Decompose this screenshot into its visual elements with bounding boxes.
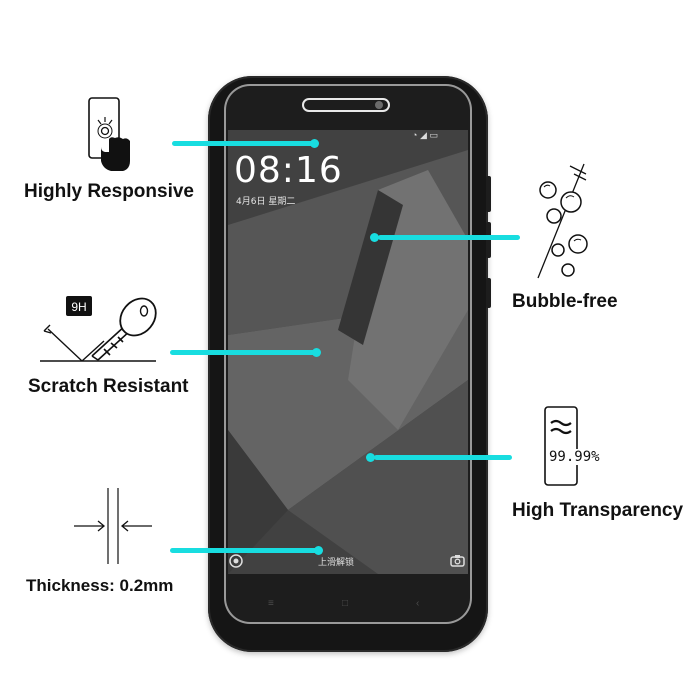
touch-finger-icon xyxy=(88,97,130,171)
pointer-thickness-dot xyxy=(314,546,323,555)
pointer-responsive-dot xyxy=(310,139,319,148)
status-bar-icons: ◔ ◢ ▭ xyxy=(412,130,438,141)
scratch-badge-text: 9H xyxy=(71,300,86,314)
feature-bubble-label: Bubble-free xyxy=(512,291,618,312)
feature-thickness-label: Thickness: 0.2mm xyxy=(26,576,174,595)
menu-key-icon: ≡ xyxy=(268,598,274,609)
battery-icon: ▭ xyxy=(429,130,438,140)
pointer-bubble xyxy=(378,235,520,240)
volume-up-button xyxy=(486,176,491,212)
assistant-icon xyxy=(229,554,243,568)
wifi-icon: ◔ xyxy=(412,130,418,140)
lockscreen-time: 08:16 xyxy=(234,150,343,191)
front-camera xyxy=(375,101,383,109)
camera-shortcut-icon xyxy=(450,555,465,567)
feature-scratch-label: Scratch Resistant xyxy=(28,376,189,397)
feature-transparency-label: High Transparency xyxy=(512,500,684,521)
power-button xyxy=(486,278,491,308)
signal-icon: ◢ xyxy=(419,130,427,140)
home-key-icon: □ xyxy=(342,598,349,609)
earpiece-speaker xyxy=(302,98,390,112)
pointer-transparency-dot xyxy=(366,453,375,462)
pointer-scratch-dot xyxy=(312,348,321,357)
back-key-icon: ‹ xyxy=(416,598,420,609)
key-scratch-icon: 9H xyxy=(40,296,157,362)
bubbles-icon xyxy=(537,163,588,279)
transparency-card-icon xyxy=(544,406,578,486)
feature-responsive-label: Highly Responsive xyxy=(24,181,194,202)
thickness-arrows-icon xyxy=(74,488,152,564)
pointer-thickness xyxy=(170,548,320,553)
volume-down-button xyxy=(486,222,491,258)
lockscreen-date: 4月6日 星期二 xyxy=(236,197,296,207)
transparency-value: 99.99% xyxy=(548,449,601,465)
pointer-scratch xyxy=(170,350,318,355)
unlock-hint: 上滑解锁 xyxy=(318,558,355,568)
pointer-responsive xyxy=(172,141,314,146)
pointer-transparency xyxy=(374,455,512,460)
pointer-bubble-dot xyxy=(370,233,379,242)
